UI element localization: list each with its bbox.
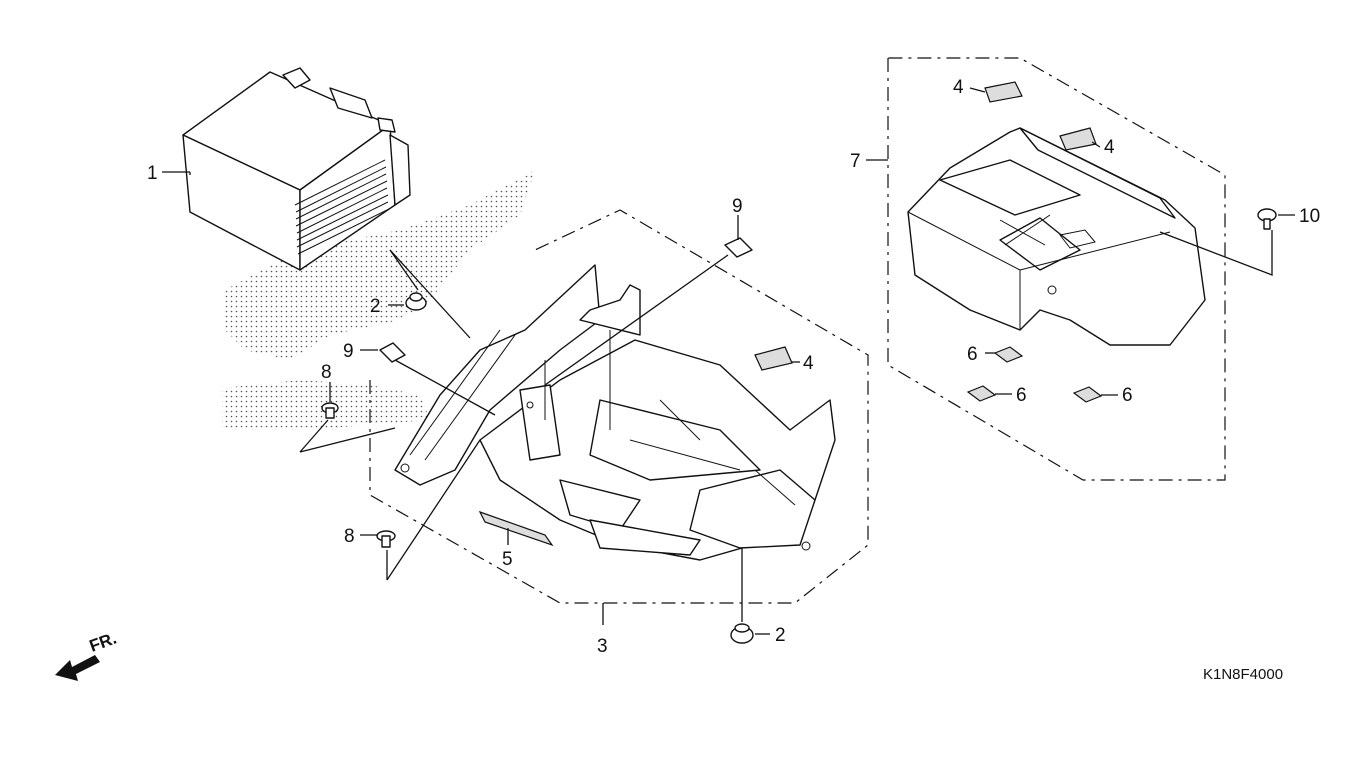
- callout-6-left: 6: [1016, 385, 1027, 406]
- callout-7: 7: [850, 151, 861, 172]
- pad-part-4c: [754, 346, 793, 371]
- callout-9-right: 9: [732, 196, 743, 217]
- callout-4-box: 4: [803, 353, 814, 374]
- pad-part-4b: [1059, 127, 1097, 151]
- callout-6-right: 6: [1122, 385, 1133, 406]
- callout-9-left: 9: [343, 341, 354, 362]
- callout-2-upper: 2: [370, 296, 381, 317]
- strip-part-5: [478, 510, 554, 547]
- bolt-part: [1257, 208, 1277, 230]
- rubber-nut-part-lower: [730, 623, 754, 644]
- callout-2-lower: 2: [775, 625, 786, 646]
- battery-cover-part: [907, 127, 1206, 346]
- pad-part-4a: [984, 81, 1023, 103]
- callout-10: 10: [1299, 206, 1320, 227]
- diagram-code: K1N8F4000: [1203, 666, 1283, 683]
- pad-part-6b: [966, 385, 997, 402]
- group-boundary-7: [887, 57, 1226, 481]
- battery-part: [182, 67, 411, 271]
- leader-lines: [162, 87, 1295, 635]
- shadow-tone: [225, 170, 535, 360]
- callout-8-lower: 8: [344, 526, 355, 547]
- clip-nut-part-left: [379, 342, 406, 363]
- screw-part-lower: [376, 530, 396, 548]
- front-direction-label: FR.: [87, 629, 119, 656]
- battery-box-part: [394, 264, 836, 561]
- callout-1: 1: [147, 163, 158, 184]
- callout-8-upper: 8: [321, 362, 332, 383]
- callout-4-top: 4: [953, 77, 964, 98]
- pad-part-6c: [1072, 386, 1103, 403]
- callout-6-upper: 6: [967, 344, 978, 365]
- callout-3: 3: [597, 636, 608, 657]
- front-direction-arrow: FR.: [55, 629, 119, 681]
- group-boundary-3: [369, 209, 869, 604]
- callout-4-cover: 4: [1104, 137, 1115, 158]
- clip-nut-part: [724, 237, 753, 258]
- callout-5: 5: [502, 549, 513, 570]
- pad-part-6a: [993, 346, 1024, 363]
- rubber-nut-part: [405, 292, 427, 311]
- screw-part: [321, 402, 339, 419]
